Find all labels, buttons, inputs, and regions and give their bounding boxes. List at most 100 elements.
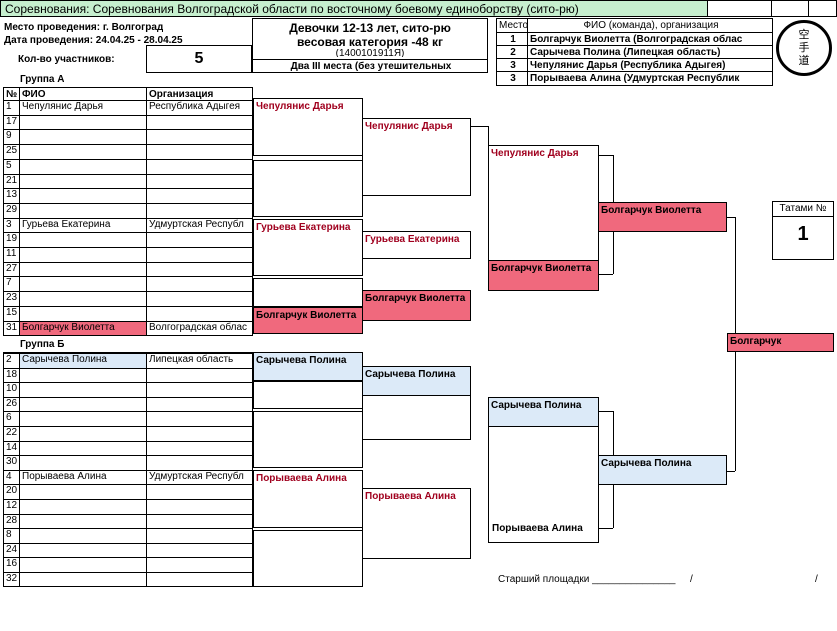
row-number: 32	[6, 573, 18, 584]
bracket-a-r1-3	[253, 160, 363, 217]
bracket-a-r1-1: Чепулянис Дарья	[253, 98, 363, 156]
participant-name	[20, 500, 146, 514]
places-col-name: ФИО (команда), организация	[583, 20, 719, 31]
title-bar-cells	[708, 0, 837, 17]
participant-name	[20, 369, 146, 383]
champion-box: Болгарчук	[727, 333, 834, 352]
participant-org: Липецкая область	[149, 354, 234, 365]
places-col-place: Место	[499, 20, 527, 31]
row-number: 24	[6, 543, 18, 555]
row-number: 21	[6, 174, 18, 186]
bracket-a-r1-8: Болгарчук Виолетта	[253, 307, 363, 334]
row-number: 11	[6, 248, 17, 259]
row-number: 10	[6, 383, 18, 395]
participant-name: Порываева Алина	[22, 470, 107, 482]
bracket-b-r3-2	[488, 427, 599, 543]
participant-org: Удмуртская Республ	[149, 470, 244, 482]
category-line1: Девочки 12-13 лет, сито-рю	[289, 21, 451, 35]
row-number: 2	[6, 354, 12, 365]
participant-name	[20, 456, 146, 470]
bracket-b-r1-1: Сарычева Полина	[253, 352, 363, 381]
row-number: 9	[6, 130, 12, 142]
participant-name	[20, 573, 146, 587]
places-table: Место ФИО (команда), организация 1 Болга…	[496, 18, 773, 86]
col-org: Организация	[149, 89, 214, 100]
participant-name	[20, 233, 146, 247]
participant-name	[20, 383, 146, 397]
participant-name: Болгарчук Виолетта	[20, 321, 146, 336]
bracket-b-r2-2	[362, 396, 471, 440]
bracket-a-r1-2	[253, 156, 363, 160]
participant-name	[20, 160, 146, 174]
bracket-b-r1-7	[253, 530, 363, 587]
bracket-a-r3-2: Болгарчук Виолетта	[488, 260, 599, 291]
category-code: (1400101911Я)	[335, 49, 405, 57]
participant-name	[20, 292, 146, 306]
place-name: Порываева Алина (Удмуртская Республик	[530, 73, 740, 84]
bracket-b-r1-3	[253, 411, 363, 468]
bracket-b-final: Сарычева Полина	[598, 455, 727, 485]
tatami-box: Татами № 1	[772, 201, 834, 260]
participant-name	[20, 427, 146, 441]
row-number: 17	[6, 115, 18, 127]
col-num: №	[6, 89, 18, 100]
row-number: 13	[6, 189, 18, 201]
category-box: Девочки 12-13 лет, сито-рю весовая катег…	[252, 18, 488, 73]
participant-name	[20, 544, 146, 558]
row-number: 23	[6, 292, 18, 304]
row-number: 26	[6, 397, 18, 409]
competition-title: Соревнования: Соревнования Волгоградской…	[5, 3, 579, 16]
bracket-a-r2-1: Чепулянис Дарья	[362, 118, 471, 196]
bracket-b-r1-2	[253, 381, 363, 409]
row-number: 5	[6, 159, 12, 171]
row-number: 18	[6, 368, 18, 380]
dates-text: Дата проведения: 24.04.25 - 28.04.25	[4, 35, 183, 46]
place-name: Болгарчук Виолетта (Волгоградская облас	[530, 34, 743, 45]
participant-name: Гурьева Екатерина	[22, 218, 111, 230]
category-note: Два III места (без утешительных	[290, 61, 452, 72]
bracket-a-r1-5: Гурьева Екатерина	[253, 219, 363, 276]
participant-name: Чепулянис Дарья	[22, 101, 104, 112]
row-number: 29	[6, 203, 18, 215]
participant-name: Сарычева Полина	[20, 354, 146, 368]
row-number: 12	[6, 500, 18, 511]
place-num: 3	[510, 73, 516, 84]
participant-name	[20, 248, 146, 262]
participants-count-box: 5	[146, 45, 252, 73]
participant-name	[20, 145, 146, 159]
row-number: 28	[6, 514, 18, 526]
row-number: 4	[6, 470, 12, 482]
participant-name	[20, 204, 146, 218]
footer-slash-1: /	[690, 574, 693, 585]
place-num: 2	[510, 47, 516, 58]
participant-name	[20, 515, 146, 529]
participant-org: Республика Адыгея	[149, 101, 241, 112]
row-number: 7	[6, 277, 12, 289]
row-number: 6	[6, 412, 12, 424]
participants-label: Кол-во участников:	[18, 54, 115, 65]
row-number: 25	[6, 145, 18, 157]
bracket-a-r2-4: Болгарчук Виолетта	[362, 290, 471, 321]
bracket-b-r1-5: Порываева Алина	[253, 470, 363, 528]
venue-text: Место проведения: г. Волгоград	[4, 22, 164, 33]
place-name: Чепулянис Дарья (Республика Адыгея)	[530, 60, 726, 71]
title-bar: Соревнования: Соревнования Волгоградской…	[0, 0, 708, 17]
karate-logo-icon: 空手道	[776, 20, 832, 76]
participant-name	[20, 442, 146, 456]
bracket-b-r2-1: Сарычева Полина	[362, 366, 471, 396]
bracket-b-r3-1: Сарычева Полина	[488, 397, 599, 427]
footer-slash-2: /	[815, 574, 818, 585]
row-number: 16	[6, 558, 18, 570]
bracket-b-r2-3: Порываева Алина	[362, 488, 471, 559]
place-name: Сарычева Полина (Липецкая область)	[530, 47, 721, 58]
row-number: 15	[6, 306, 18, 318]
bracket-a-r1-7	[253, 278, 363, 307]
participant-org: Удмуртская Республ	[149, 218, 244, 230]
row-number: 3	[6, 218, 12, 230]
participants-count: 5	[194, 50, 204, 67]
bracket-b-r3-2-name: Порываева Алина	[492, 523, 583, 534]
row-number: 22	[6, 427, 18, 438]
participant-name	[20, 307, 146, 321]
participant-name	[20, 263, 146, 277]
